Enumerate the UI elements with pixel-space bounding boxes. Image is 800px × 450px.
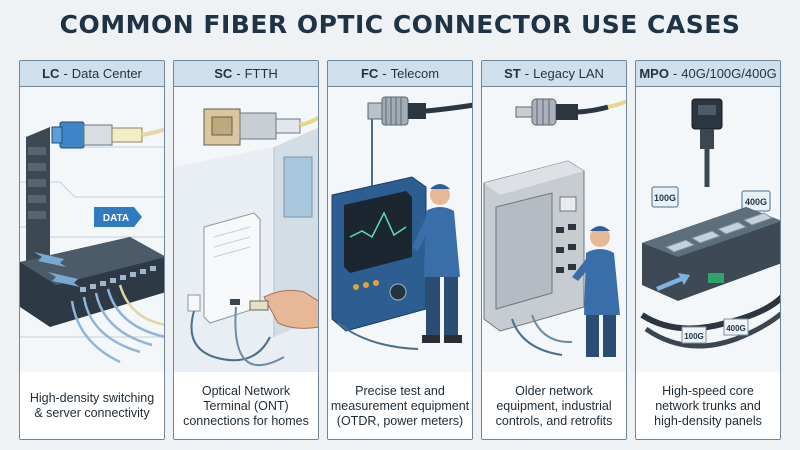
lc-connector-icon <box>51 121 164 149</box>
technician-icon <box>412 184 462 343</box>
use-case-label: 40G/100G/400G <box>681 66 777 81</box>
mpo-connector-icon <box>691 98 723 187</box>
data-arrow-badge: DATA <box>94 207 142 227</box>
connector-type: MPO <box>639 66 669 81</box>
svg-text:400G: 400G <box>726 324 746 333</box>
fc-connector-icon <box>367 96 472 126</box>
use-case-label: Telecom <box>390 66 440 81</box>
sc-connector-icon <box>203 108 318 146</box>
hand-icon <box>249 289 318 329</box>
technician-icon <box>572 226 620 357</box>
panel-caption: Older network equipment, industrial cont… <box>482 373 626 439</box>
panel-caption: Optical Network Terminal (ONT) connectio… <box>174 373 318 439</box>
mpo-high-speed-illustration: 100G 400G <box>636 87 780 372</box>
panel-header: SC - FTTH <box>174 61 318 87</box>
panel-lc: LC - Data Center <box>19 60 165 440</box>
speed-label: 400G <box>723 318 749 336</box>
st-connector-icon <box>515 98 626 126</box>
panel-sc: SC - FTTH <box>173 60 319 440</box>
industrial-cabinet-icon <box>483 160 585 332</box>
sc-ftth-illustration <box>174 87 318 372</box>
svg-text:100G: 100G <box>654 193 676 203</box>
panel-mpo: MPO - 40G/100G/400G 100G <box>635 60 781 440</box>
speed-label: 100G <box>681 326 707 344</box>
svg-text:DATA: DATA <box>103 213 129 224</box>
panel-caption: High-density switching & server connecti… <box>20 373 164 439</box>
panel-fc: FC - Telecom <box>327 60 473 440</box>
server-rack-icon <box>26 127 50 277</box>
use-case-label: FTTH <box>244 66 278 81</box>
svg-text:400G: 400G <box>745 197 767 207</box>
connector-type: LC <box>42 66 60 81</box>
connector-type: ST <box>504 66 521 81</box>
panel-caption: Precise test and measurement equipment (… <box>328 373 472 439</box>
panel-caption: High-speed core network trunks and high-… <box>636 373 780 439</box>
panel-st: ST - Legacy LAN <box>481 60 627 440</box>
panel-header: MPO - 40G/100G/400G <box>636 61 780 87</box>
use-case-label: Legacy LAN <box>533 66 604 81</box>
patch-panel-icon <box>642 207 780 301</box>
use-case-label: Data Center <box>71 66 142 81</box>
use-case-panels: LC - Data Center <box>19 60 781 440</box>
speed-badge: 100G <box>651 186 679 208</box>
svg-text:100G: 100G <box>684 332 704 341</box>
lc-data-center-illustration: DATA <box>20 87 164 372</box>
fc-telecom-illustration <box>328 87 472 372</box>
connector-type: SC <box>214 66 233 81</box>
connector-type: FC <box>360 66 379 81</box>
otdr-device-icon <box>331 176 427 332</box>
page-title: COMMON FIBER OPTIC CONNECTOR USE CASES <box>59 10 741 39</box>
st-legacy-lan-illustration <box>482 87 626 372</box>
panel-header: LC - Data Center <box>20 61 164 87</box>
panel-header: FC - Telecom <box>328 61 472 87</box>
panel-header: ST - Legacy LAN <box>482 61 626 87</box>
